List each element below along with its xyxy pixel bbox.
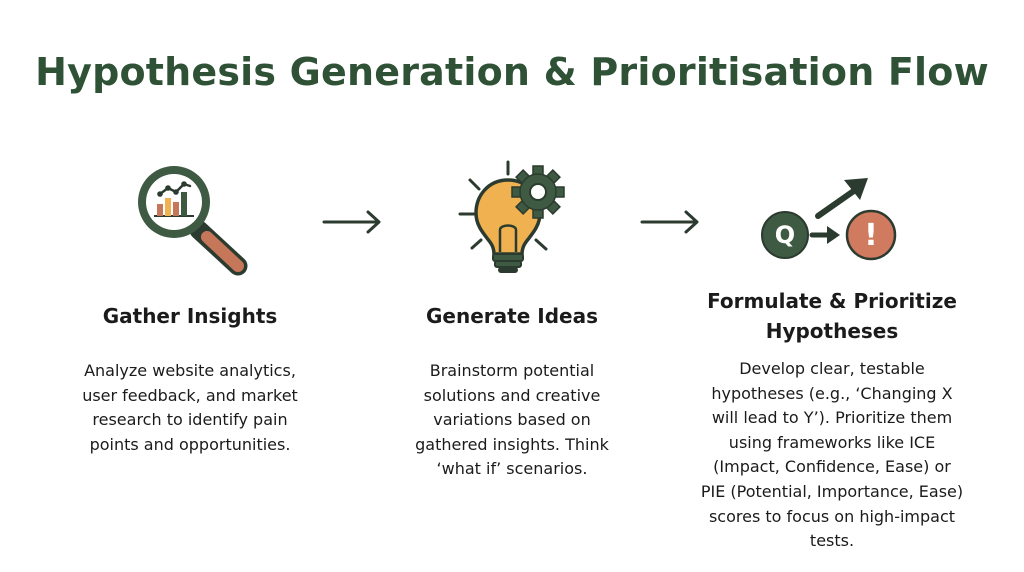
step-formulate-prioritize: Formulate & Prioritize Hypotheses Develo… [682,286,982,554]
step-heading: Formulate & Prioritize Hypotheses [707,289,957,343]
step-description: Brainstorm potential solutions and creat… [415,361,609,479]
flow-arrow-2 [640,210,699,234]
step-generate-ideas: Generate Ideas Brainstorm potential solu… [377,301,647,482]
flow-arrow-1 [322,210,381,234]
magnifier-chart-icon [138,166,248,276]
step-heading: Gather Insights [102,304,278,328]
alert-mark: ! [864,218,878,253]
question-to-alert-icon: Q ! [761,178,897,261]
step-heading: Generate Ideas [426,304,598,328]
step-gather-insights: Gather Insights Analyze website analytic… [55,301,325,457]
lightbulb-gear-icon [458,160,565,273]
step-description: Develop clear, testable hypotheses (e.g.… [700,359,964,551]
step-description: Analyze website analytics, user feedback… [82,361,298,454]
page-title: Hypothesis Generation & Prioritisation F… [35,50,989,94]
q-letter: Q [775,221,795,249]
